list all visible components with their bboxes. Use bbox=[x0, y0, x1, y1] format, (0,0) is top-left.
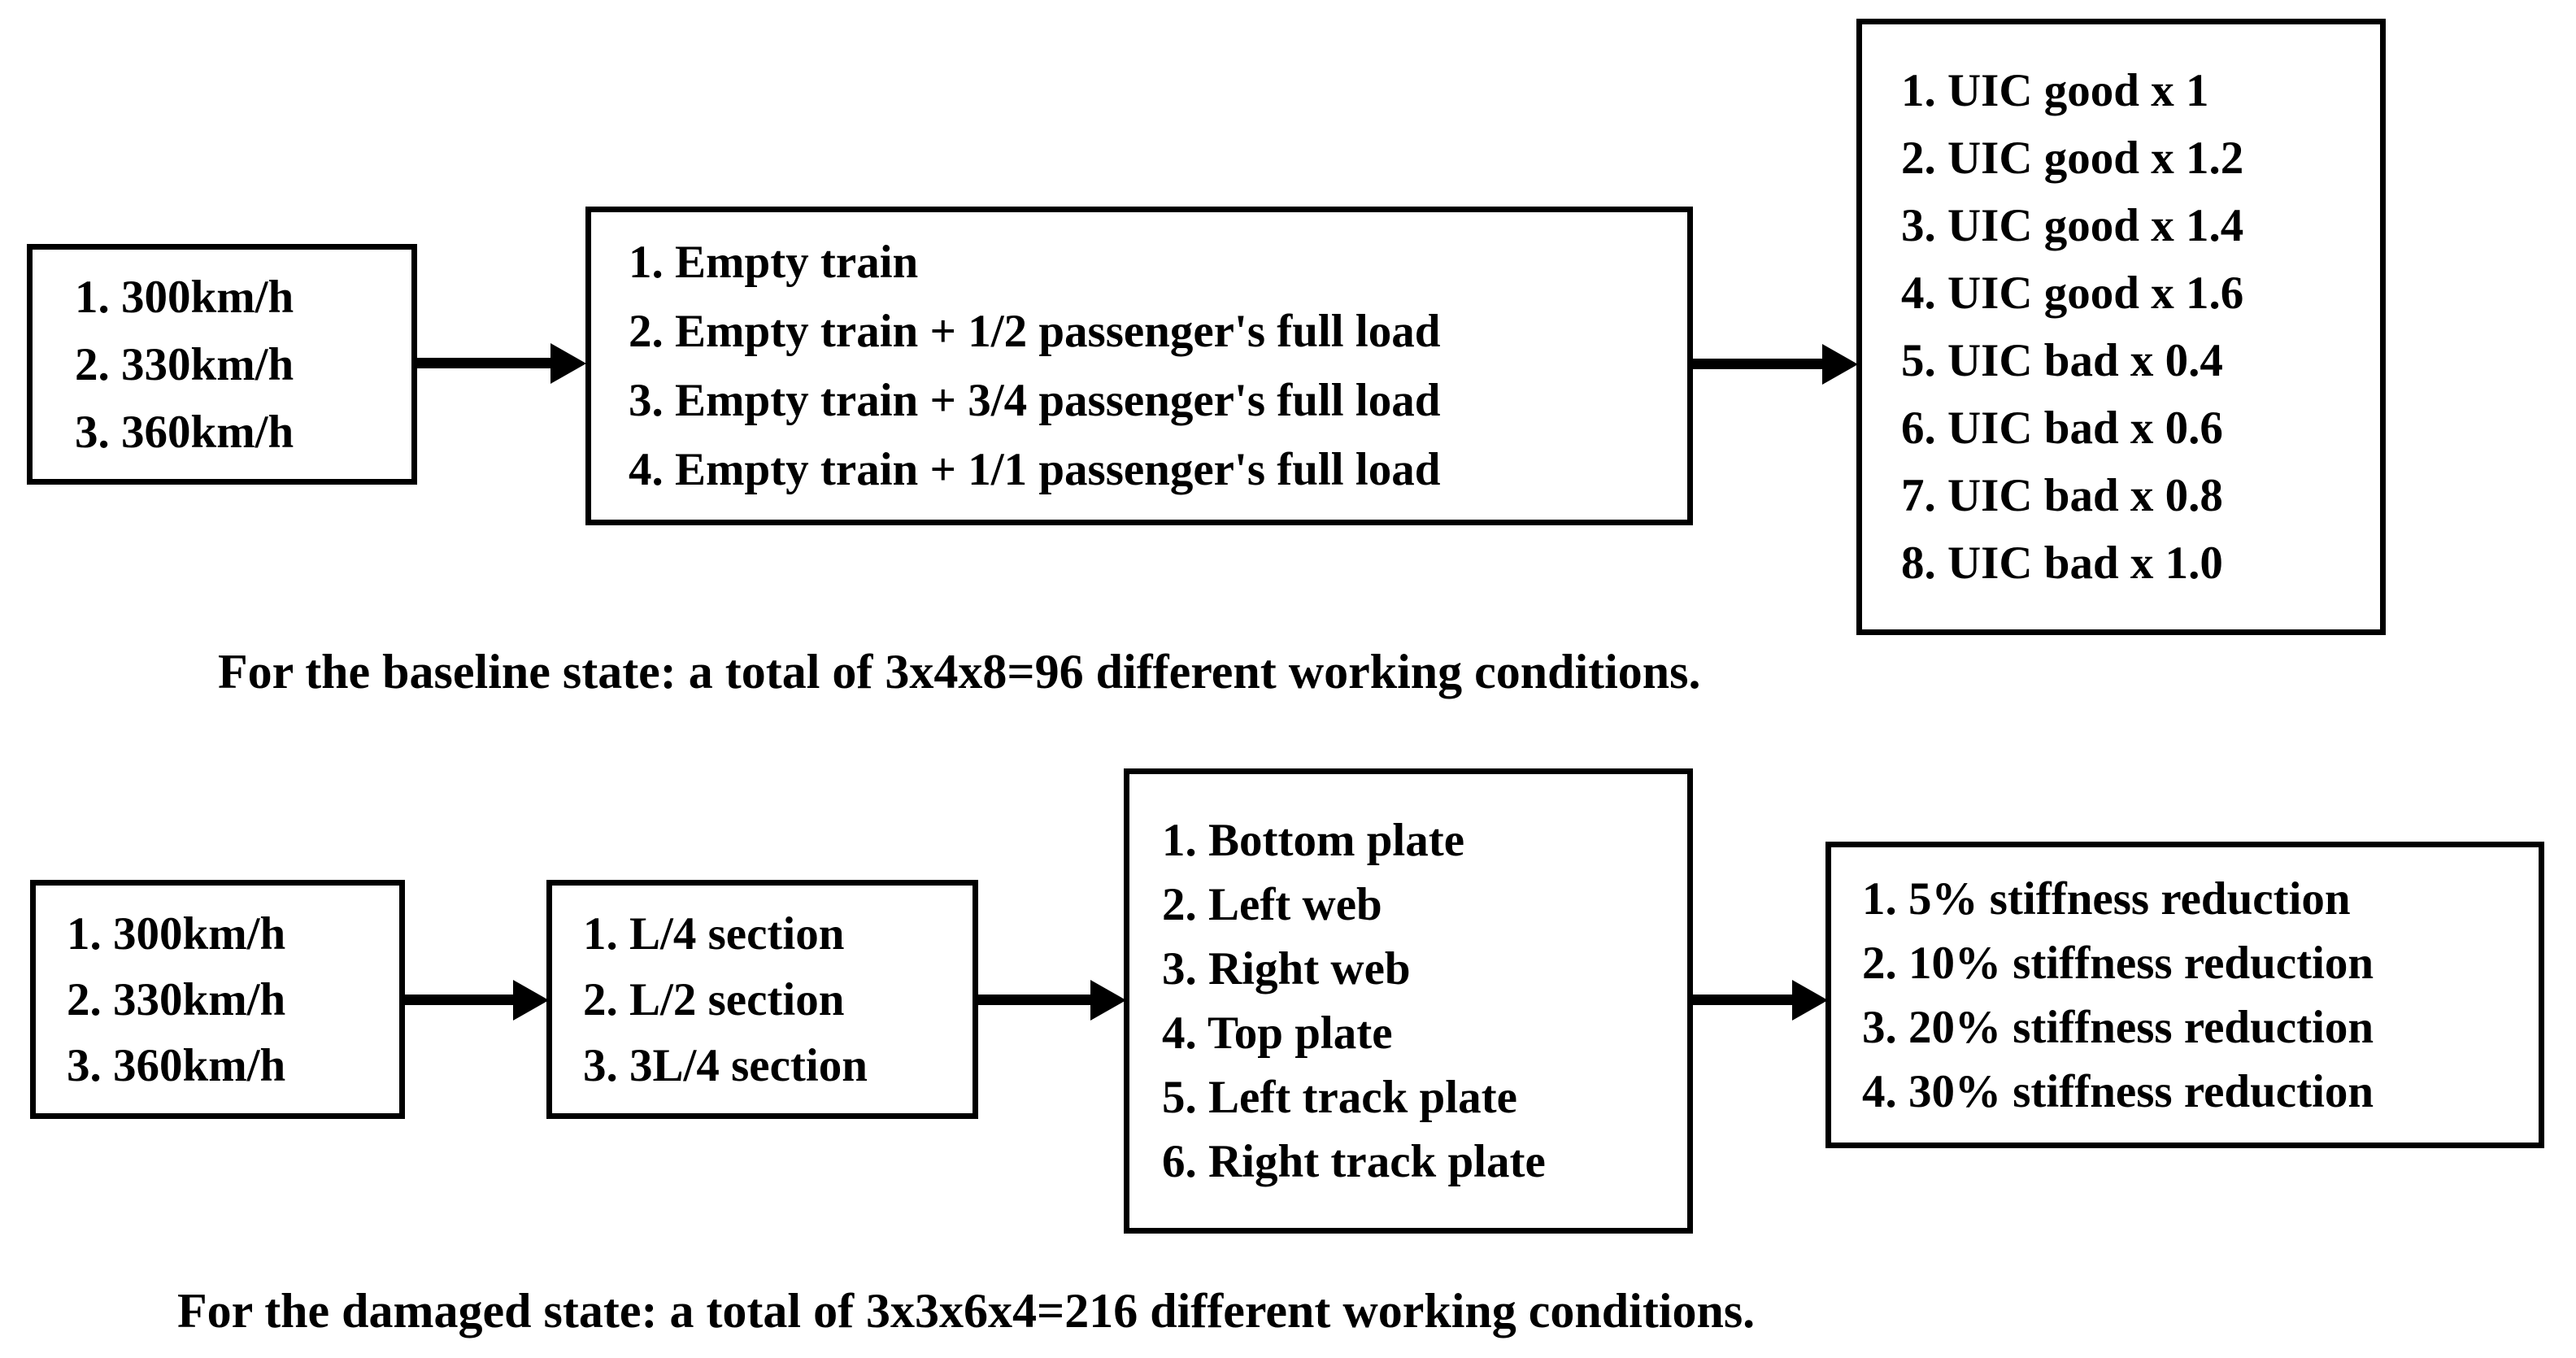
list-item: 2. L/2 section bbox=[583, 973, 845, 1025]
box-baseline-speeds: 1. 300km/h 2. 330km/h 3. 360km/h bbox=[27, 244, 417, 485]
arrow-head bbox=[1792, 980, 1828, 1021]
arrow-head bbox=[1822, 344, 1858, 385]
list-item: 3. 3L/4 section bbox=[583, 1039, 868, 1091]
list-item: 1. Empty train bbox=[629, 237, 919, 288]
box-baseline-train-loading: 1. Empty train 2. Empty train + 1/2 pass… bbox=[585, 207, 1693, 525]
box-damaged-speeds: 1. 300km/h 2. 330km/h 3. 360km/h bbox=[30, 880, 405, 1119]
arrow-head bbox=[513, 980, 549, 1021]
list-item: 4. UIC good x 1.6 bbox=[1901, 268, 2244, 319]
list-item: 4. Empty train + 1/1 passenger's full lo… bbox=[629, 444, 1441, 495]
box-baseline-uic-irregularity: 1. UIC good x 1 2. UIC good x 1.2 3. UIC… bbox=[1856, 19, 2386, 635]
list-item: 1. 300km/h bbox=[67, 908, 286, 960]
box-damaged-components: 1. Bottom plate 2. Left web 3. Right web… bbox=[1124, 768, 1693, 1234]
box-damaged-stiffness-reduction: 1. 5% stiffness reduction 2. 10% stiffne… bbox=[1825, 842, 2544, 1148]
arrow-head bbox=[550, 343, 586, 384]
caption-damaged-state: For the damaged state: a total of 3x3x6x… bbox=[177, 1284, 1756, 1338]
list-item: 3. 360km/h bbox=[67, 1039, 286, 1091]
list-item: 7. UIC bad x 0.8 bbox=[1901, 470, 2223, 521]
list-item: 1. 300km/h bbox=[75, 271, 294, 323]
list-item: 6. UIC bad x 0.6 bbox=[1901, 403, 2223, 454]
list-item: 2. 330km/h bbox=[75, 338, 294, 390]
arrow-shaft bbox=[977, 995, 1094, 1005]
arrow-shaft bbox=[1693, 359, 1825, 369]
list-item: 2. Left web bbox=[1162, 879, 1382, 930]
list-item: 3. Right web bbox=[1162, 943, 1411, 995]
list-item: 1. 5% stiffness reduction bbox=[1862, 873, 2351, 925]
list-item: 2. 10% stiffness reduction bbox=[1862, 937, 2374, 989]
arrow-shaft bbox=[1693, 995, 1795, 1005]
list-item: 4. 30% stiffness reduction bbox=[1862, 1065, 2374, 1117]
list-item: 3. Empty train + 3/4 passenger's full lo… bbox=[629, 375, 1441, 426]
list-item: 2. UIC good x 1.2 bbox=[1901, 133, 2244, 184]
arrow-shaft bbox=[417, 358, 554, 368]
list-item: 3. 20% stiffness reduction bbox=[1862, 1001, 2374, 1053]
list-item: 3. UIC good x 1.4 bbox=[1901, 200, 2244, 251]
list-item: 2. Empty train + 1/2 passenger's full lo… bbox=[629, 306, 1441, 357]
list-item: 2. 330km/h bbox=[67, 973, 286, 1025]
list-item: 8. UIC bad x 1.0 bbox=[1901, 538, 2223, 589]
list-item: 4. Top plate bbox=[1162, 1008, 1393, 1059]
box-damaged-sections: 1. L/4 section 2. L/2 section 3. 3L/4 se… bbox=[546, 880, 978, 1119]
arrow-shaft bbox=[404, 995, 516, 1005]
list-item: 5. Left track plate bbox=[1162, 1072, 1517, 1123]
list-item: 1. L/4 section bbox=[583, 908, 845, 960]
list-item: 5. UIC bad x 0.4 bbox=[1901, 335, 2223, 386]
list-item: 3. 360km/h bbox=[75, 406, 294, 458]
caption-baseline-state: For the baseline state: a total of 3x4x8… bbox=[218, 645, 1701, 699]
arrow-head bbox=[1090, 980, 1126, 1021]
list-item: 6. Right track plate bbox=[1162, 1136, 1546, 1187]
list-item: 1. Bottom plate bbox=[1162, 815, 1465, 866]
list-item: 1. UIC good x 1 bbox=[1901, 65, 2209, 116]
